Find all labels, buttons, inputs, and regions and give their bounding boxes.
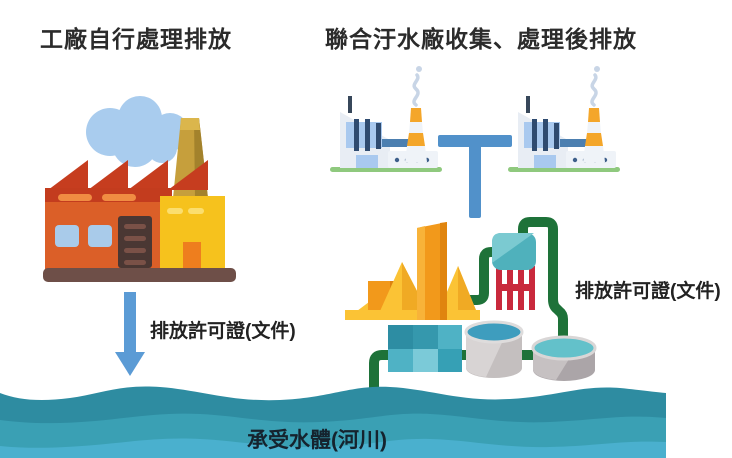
orange-facility — [345, 222, 480, 320]
window — [55, 225, 79, 247]
factory-base — [43, 268, 236, 282]
roof-dash — [102, 194, 136, 201]
factory-with-smoke-icon — [43, 96, 236, 282]
smoke-cloud-icon — [86, 96, 189, 167]
title-right: 聯合汙水廠收集、處理後排放 — [325, 26, 637, 52]
water-tower-icon — [492, 233, 536, 310]
mini-factory-right — [506, 64, 622, 174]
annex-building — [160, 196, 225, 268]
roof-dash — [58, 194, 92, 201]
river-waves-graphic — [0, 386, 666, 458]
wave-light — [0, 438, 666, 458]
roller-door — [118, 216, 152, 268]
sawtooth-roof — [45, 160, 208, 206]
checkered-basin — [388, 325, 462, 372]
green-pipe-right — [518, 217, 568, 348]
t-shaped-blue-pipe — [438, 135, 512, 218]
permit-label-left: 排放許可證(文件) — [150, 321, 296, 342]
settling-tank-2 — [531, 335, 597, 381]
down-arrow-icon — [115, 292, 145, 376]
receiving-water-label: 承受水體(河川) — [247, 429, 387, 452]
twin-sewage-factories-icon — [328, 64, 622, 218]
green-pipe-bottom — [369, 350, 562, 395]
mini-factory-left — [328, 64, 444, 174]
treatment-plant-icon — [345, 217, 597, 395]
green-pipe-left — [462, 247, 498, 305]
window — [88, 225, 112, 247]
title-left: 工廠自行處理排放 — [40, 26, 232, 52]
settling-tank-1 — [464, 320, 524, 378]
permit-label-right: 排放許可證(文件) — [575, 281, 721, 302]
